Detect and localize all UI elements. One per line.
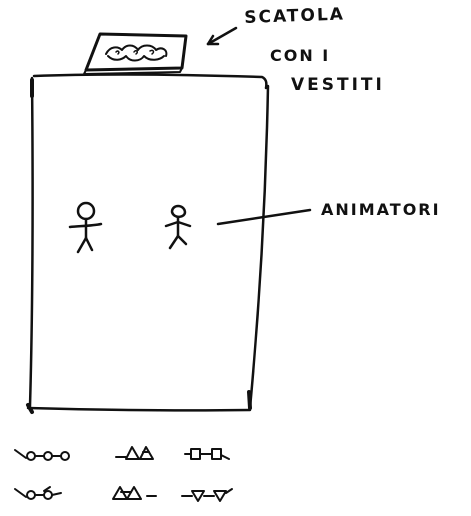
audience-group-3 — [184, 448, 230, 460]
box-label-line-2: CON I — [270, 46, 331, 65]
animators-label: ANIMATORI — [321, 200, 441, 219]
box-label-line-1: SCATOLA — [244, 4, 346, 28]
audience-group-1 — [14, 449, 70, 461]
audience-group-4 — [14, 486, 62, 500]
stage-area — [26, 73, 270, 414]
box-arrow — [206, 26, 238, 46]
clothes-box — [83, 32, 188, 75]
animator-figure-1 — [68, 201, 103, 254]
audience-row-1 — [14, 446, 230, 461]
audience-group-6 — [181, 488, 233, 502]
audience-group-5 — [112, 486, 157, 500]
audience-row-2 — [14, 486, 233, 502]
animators-pointer-line — [216, 208, 312, 226]
audience-group-2 — [115, 446, 154, 460]
box-label-line-3: VESTITI — [291, 75, 385, 95]
animator-figure-2 — [164, 204, 192, 250]
clothes-scribble — [105, 44, 168, 62]
